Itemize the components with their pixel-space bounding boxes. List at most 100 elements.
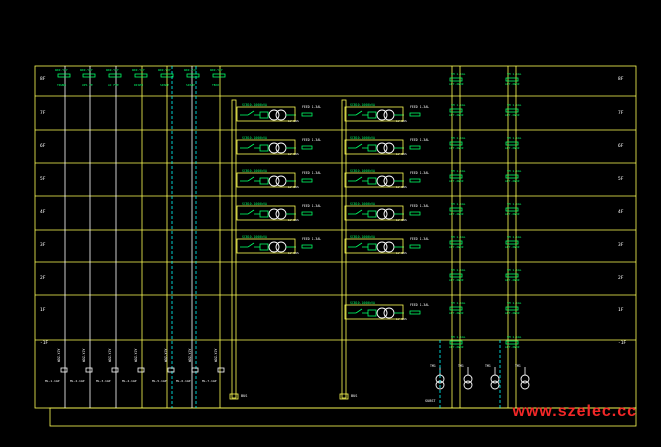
- unit-tag: SCB10-1000kVA: [350, 103, 375, 107]
- unit-tag: SCB10-1000kVA: [350, 301, 375, 305]
- floor-label-left: 7F: [40, 110, 46, 116]
- rp-tag: SM 1-1AL: [507, 301, 522, 305]
- unit-frame: [236, 106, 296, 122]
- rp-box: [449, 240, 463, 245]
- transformer-circle: [520, 380, 530, 390]
- rp-box: [449, 141, 463, 146]
- rp-tag: SM 1-1AL: [507, 103, 522, 107]
- floor-label-right: 4F: [618, 209, 624, 215]
- transformer-coil: [268, 175, 280, 187]
- rp-tag: SM 1-1AL: [451, 202, 466, 206]
- breaker-box: [259, 111, 269, 119]
- feeder-box: [134, 73, 148, 78]
- rp-sub: ALT-2WDZ: [449, 212, 464, 216]
- floor-label-right: 5F: [618, 176, 624, 182]
- rp-sub: ALT-2WDZ: [449, 311, 464, 315]
- out-box: [409, 244, 421, 249]
- switch-blade: [355, 110, 363, 116]
- bottom-tag: WDZ-YJY: [134, 348, 138, 362]
- rp-sub: ALT-2WDZ: [449, 179, 464, 183]
- transformer-coil: [268, 142, 280, 154]
- transformer-tag: TM1: [430, 364, 436, 368]
- rp-tag: SM 1-1AL: [507, 169, 522, 173]
- bottom-label: ML-3-1AP: [96, 379, 111, 383]
- transformer-coil: [383, 109, 395, 121]
- feeder-tag: WDZ-YJY: [210, 68, 223, 72]
- transformer-coil: [376, 175, 388, 187]
- rp-box: [449, 340, 463, 345]
- unit-frame: [344, 205, 404, 221]
- rp-tag: SM 1-1AL: [507, 136, 522, 140]
- unit-tag: SCB10-1000kVA: [350, 136, 375, 140]
- feeder-tag: WDZ-YJY: [106, 68, 119, 72]
- out-box: [409, 211, 421, 216]
- rp-box: [505, 240, 519, 245]
- busway-cap: [339, 393, 349, 400]
- out-box: [409, 112, 421, 117]
- breaker-box: [367, 177, 377, 185]
- feeder-name: SPARE: [186, 83, 195, 87]
- transformer-coil: [376, 307, 388, 319]
- transformer-coil: [383, 208, 395, 220]
- floor-label-left: 5F: [40, 176, 46, 182]
- rp-sub: ALT-2WDZ: [449, 146, 464, 150]
- unit-right-tag: FEED 1-3AL: [302, 204, 321, 208]
- feeder-tag: WDZ-YJY: [80, 68, 93, 72]
- rp-box: [505, 108, 519, 113]
- out-box: [301, 244, 313, 249]
- floor-label-left: 1F: [40, 307, 46, 313]
- rp-sub: ALT-2WDZ: [505, 212, 520, 216]
- out-box: [409, 310, 421, 315]
- breaker-box: [259, 210, 269, 218]
- unit-frame: [236, 172, 296, 188]
- rp-sub: ALT-2WDZ: [505, 82, 520, 86]
- rp-tag: SM 1-1AL: [507, 72, 522, 76]
- transformer-tag: TM1: [515, 364, 521, 368]
- transformer-coil: [383, 241, 395, 253]
- transformer-coil: [376, 142, 388, 154]
- bottom-label: ML-4-1AP: [122, 379, 137, 383]
- floor-label-left: -1F: [40, 340, 48, 346]
- feeder-box: [82, 73, 96, 78]
- rp-tag: SM 1-1AL: [507, 235, 522, 239]
- rp-box: [505, 207, 519, 212]
- feeder-name: AC FEE: [108, 83, 119, 87]
- floor-label-right: 2F: [618, 275, 624, 281]
- feeder-box: [57, 73, 71, 78]
- feeder-name: TBOX: [212, 83, 219, 87]
- rp-box: [449, 207, 463, 212]
- floor-label-left: 2F: [40, 275, 46, 281]
- rp-sub: ALT-2WDZ: [505, 146, 520, 150]
- transformer-coil: [383, 142, 395, 154]
- substation-tag: SUBST: [425, 399, 436, 403]
- breaker-box: [367, 111, 377, 119]
- transformer-circle: [463, 380, 473, 390]
- rp-sub: ALT-2WDZ: [505, 278, 520, 282]
- floor-label-right: 3F: [618, 242, 624, 248]
- unit-frame: [344, 304, 404, 320]
- rp-sub: ALT-2WDZ: [505, 245, 520, 249]
- rp-tag: SM 1-1AL: [451, 335, 466, 339]
- rp-tag: SM 1-1AL: [451, 136, 466, 140]
- rp-sub: ALT-2WDZ: [449, 345, 464, 349]
- rp-sub: ALT-2WDZ: [449, 278, 464, 282]
- unit-tag: SCB10-1000kVA: [242, 136, 267, 140]
- rp-box: [505, 174, 519, 179]
- bottom-tag: WDZ-YJY: [57, 348, 61, 362]
- out-box: [301, 145, 313, 150]
- rp-tag: SM 1-1AL: [507, 202, 522, 206]
- watermark-text: www.szelec.cc: [512, 403, 637, 420]
- unit-right-tag: FEED 1-3AL: [302, 105, 321, 109]
- unit-frame: [344, 172, 404, 188]
- rp-tag: SM 1-1AL: [507, 268, 522, 272]
- rp-sub: ALT-2WDZ: [449, 245, 464, 249]
- bottom-box: [217, 367, 225, 373]
- floor-label-right: 8F: [618, 76, 624, 82]
- floor-label-left: 4F: [40, 209, 46, 215]
- unit-frame: [236, 139, 296, 155]
- bottom-box: [137, 367, 145, 373]
- unit-frame: [344, 139, 404, 155]
- rp-box: [505, 340, 519, 345]
- breaker-box: [367, 309, 377, 317]
- floor-label-right: 6F: [618, 143, 624, 149]
